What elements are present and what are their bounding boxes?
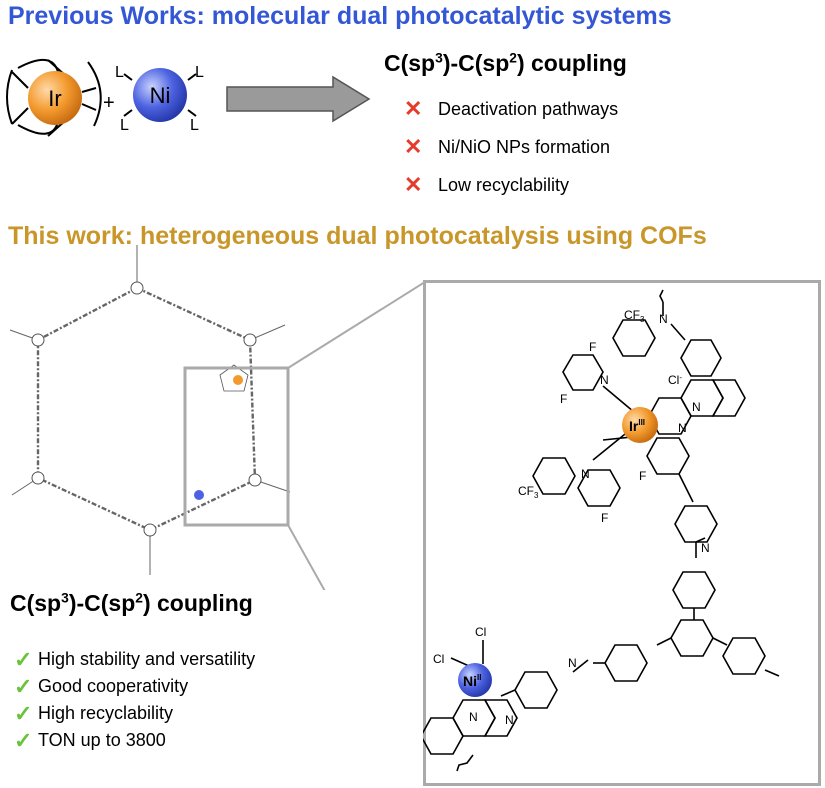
ir-ligand-arcs <box>6 59 102 137</box>
cof-ni-site <box>194 490 204 500</box>
ir-sphere-structure <box>622 407 658 443</box>
ni-ligand-bonds <box>123 73 197 117</box>
atom-labels: N N N N N N N N N F F F F CF3 CF3 Cl- Cl… <box>433 308 710 727</box>
zoom-region <box>183 366 290 527</box>
ni-sphere <box>133 68 187 122</box>
cross-icon: ✕ <box>404 96 423 121</box>
ni-label-structure: NiII <box>463 673 481 689</box>
con-item: ✕Low recyclability <box>404 172 570 197</box>
ligand-l2: L <box>120 117 129 134</box>
pro-item: ✓High recyclability <box>14 700 174 726</box>
check-icon: ✓ <box>14 646 33 672</box>
cross-icon: ✕ <box>404 134 423 159</box>
pro-item: ✓High stability and versatility <box>14 646 256 672</box>
svg-text:N: N <box>581 467 590 481</box>
con-item: ✕Ni/NiO NPs formation <box>404 134 611 159</box>
cof-ir-site <box>233 375 243 385</box>
svg-text:F: F <box>601 511 608 525</box>
this-work-heading: This work: heterogeneous dual photocatal… <box>8 222 707 250</box>
svg-text:CF3: CF3 <box>518 484 539 500</box>
ni-sphere-structure <box>458 663 492 697</box>
svg-text:N: N <box>659 312 668 326</box>
molecular-catalysts-scheme: Ir + Ni L L L L <box>6 59 204 137</box>
svg-text:CF3: CF3 <box>624 308 645 324</box>
ir-label-structure: IrIII <box>629 418 645 434</box>
svg-text:F: F <box>639 469 646 483</box>
svg-text:F: F <box>589 340 596 354</box>
ir-sphere <box>28 71 82 125</box>
zoomed-structure-panel: N N N N N N N N N F F F F CF3 CF3 Cl- Cl… <box>423 280 821 786</box>
ligand-l1: L <box>115 64 124 81</box>
pro-item: ✓Good cooperativity <box>14 673 189 699</box>
svg-text:N: N <box>469 710 478 724</box>
svg-text:N: N <box>600 373 609 387</box>
ligand-l4: L <box>190 117 199 134</box>
svg-text:N: N <box>692 400 701 414</box>
coupling-title-bottom: C(sp3)-C(sp2) coupling <box>10 590 253 616</box>
check-icon: ✓ <box>14 673 33 699</box>
check-icon: ✓ <box>14 700 33 726</box>
plus-sign: + <box>103 92 115 114</box>
check-icon: ✓ <box>14 727 33 753</box>
svg-text:F: F <box>560 392 567 406</box>
svg-text:N: N <box>678 421 687 435</box>
svg-text:Cl-: Cl- <box>668 373 682 387</box>
cons-list: ✕Deactivation pathways ✕Ni/NiO NPs forma… <box>404 90 618 204</box>
pros-list: ✓High stability and versatility ✓Good co… <box>14 646 255 754</box>
svg-text:N: N <box>701 541 710 555</box>
svg-text:N: N <box>505 713 514 727</box>
reaction-arrow <box>226 75 371 123</box>
coupling-title-top: C(sp3)-C(sp2) coupling <box>384 50 627 76</box>
structure-bonds <box>423 289 780 772</box>
cross-icon: ✕ <box>404 172 423 197</box>
ir-label: Ir <box>48 86 61 111</box>
svg-text:Cl: Cl <box>475 625 486 639</box>
pro-item: ✓TON up to 3800 <box>14 727 166 753</box>
ligand-l3: L <box>195 64 204 81</box>
svg-text:Cl: Cl <box>433 652 444 666</box>
cof-nodes <box>31 281 262 537</box>
svg-text:N: N <box>568 656 577 670</box>
con-item: ✕Deactivation pathways <box>404 96 619 121</box>
zoom-panel-frame <box>423 280 821 786</box>
previous-works-heading: Previous Works: molecular dual photocata… <box>8 2 672 30</box>
ni-label: Ni <box>150 83 171 108</box>
cof-network-drawing <box>9 245 425 590</box>
